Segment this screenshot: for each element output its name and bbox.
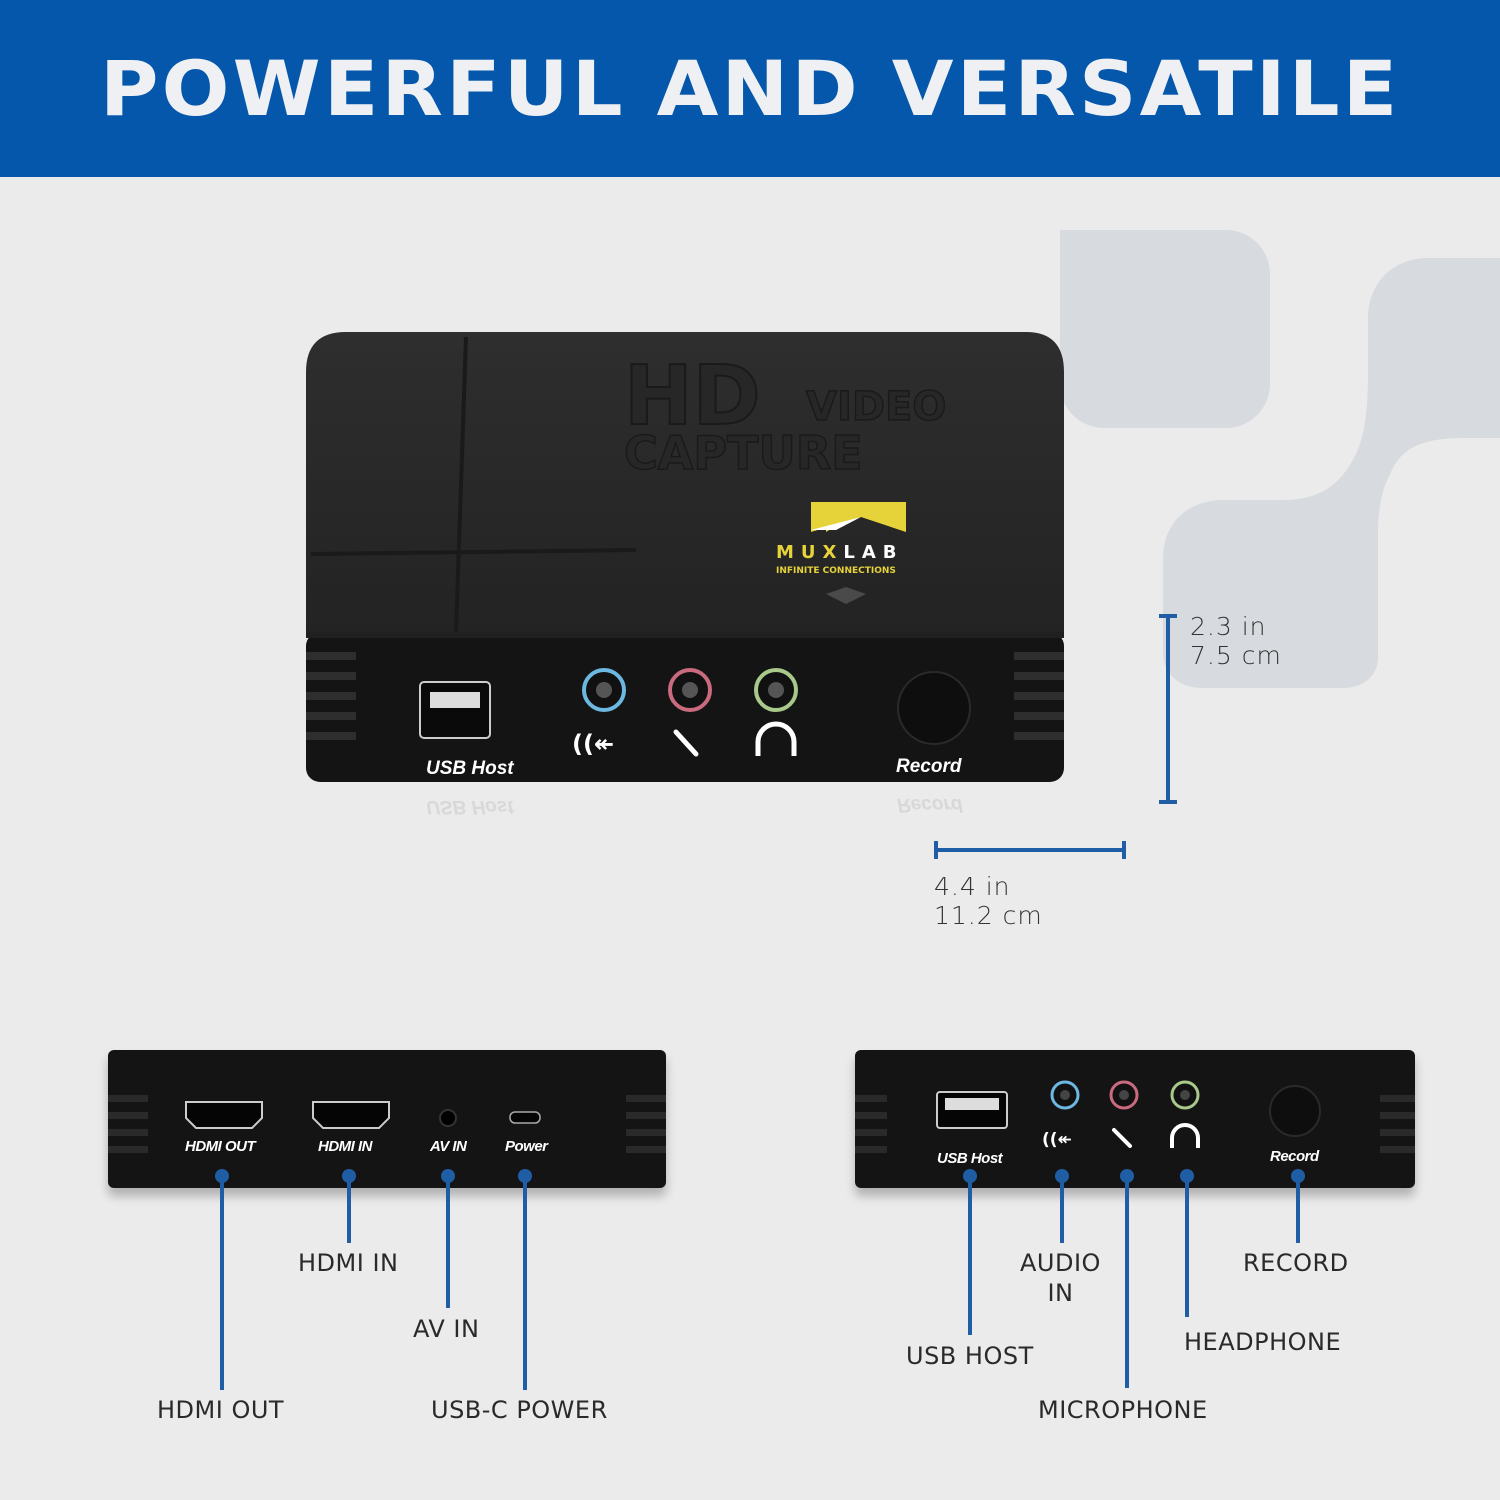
callout-line-headphone: [1185, 1175, 1189, 1317]
callout-microphone: MICROPHONE: [1038, 1396, 1208, 1424]
callout-line-microphone: [1125, 1175, 1129, 1388]
height-dimension-label: 2.3 in 7.5 cm: [1190, 612, 1282, 670]
port-label-hdmi-out: HDMI OUT: [185, 1138, 256, 1155]
callout-audio-in-line1: AUDIO: [1020, 1249, 1101, 1277]
decorative-shape: [1060, 230, 1270, 428]
svg-text:HD: HD: [624, 349, 761, 444]
callout-record: RECORD: [1243, 1249, 1349, 1277]
device-reflection: Record: [897, 794, 963, 815]
callout-headphone: HEADPHONE: [1184, 1328, 1342, 1356]
svg-text:((↞: ((↞: [572, 730, 614, 758]
callout-line-usb-c-power: [523, 1175, 527, 1390]
title-banner: POWERFUL AND VERSATILE: [0, 0, 1500, 177]
port-label-power: Power: [505, 1138, 548, 1155]
svg-text:((↞: ((↞: [1042, 1130, 1072, 1150]
svg-text:Record: Record: [896, 756, 962, 777]
callout-av-in: AV IN: [413, 1315, 480, 1343]
height-cm: 7.5 cm: [1190, 641, 1282, 670]
decorative-shape: [1163, 258, 1500, 688]
callout-audio-in-line2: IN: [1047, 1279, 1074, 1307]
callout-line-record: [1296, 1175, 1300, 1243]
port-label-hdmi-in: HDMI IN: [318, 1138, 373, 1155]
port-label-record: Record: [1270, 1148, 1319, 1165]
port-label-usb-host: USB Host: [937, 1150, 1003, 1167]
callout-line-audio-in: [1060, 1175, 1064, 1243]
height-inches: 2.3 in: [1190, 612, 1267, 641]
height-dimension-line: [1159, 614, 1177, 804]
callout-audio-in: AUDIO IN: [1020, 1248, 1101, 1308]
svg-text:USB Host: USB Host: [426, 758, 514, 779]
callout-usb-c-power: USB-C POWER: [431, 1396, 608, 1424]
callout-usb-host: USB HOST: [906, 1342, 1034, 1370]
width-dimension-line: [934, 841, 1126, 859]
page-title: POWERFUL AND VERSATILE: [99, 44, 1401, 133]
svg-text:VIDEO: VIDEO: [806, 384, 946, 430]
video-capture-device: HD VIDEO CAPTURE MUXLAB INFINITE CONNECT…: [306, 332, 1064, 782]
front-panel-device: ((↞ USB Host Record: [855, 1050, 1415, 1188]
callout-hdmi-in: HDMI IN: [298, 1249, 399, 1277]
width-inches: 4.4 in: [934, 872, 1011, 901]
callout-line-usb-host: [968, 1175, 972, 1335]
width-cm: 11.2 cm: [934, 901, 1043, 930]
callout-hdmi-out: HDMI OUT: [157, 1396, 285, 1424]
width-dimension-label: 4.4 in 11.2 cm: [934, 872, 1043, 930]
callout-line-av-in: [446, 1175, 450, 1308]
svg-text:CAPTURE: CAPTURE: [624, 426, 863, 480]
back-panel-device: HDMI OUT HDMI IN AV IN Power: [108, 1050, 666, 1188]
callout-line-hdmi-out: [220, 1175, 224, 1390]
port-label-av-in: AV IN: [430, 1138, 467, 1155]
device-reflection: USB Host: [426, 796, 514, 817]
svg-text:INFINITE CONNECTIONS: INFINITE CONNECTIONS: [776, 566, 896, 576]
svg-text:MUXLAB: MUXLAB: [776, 542, 904, 563]
callout-line-hdmi-in: [347, 1175, 351, 1243]
